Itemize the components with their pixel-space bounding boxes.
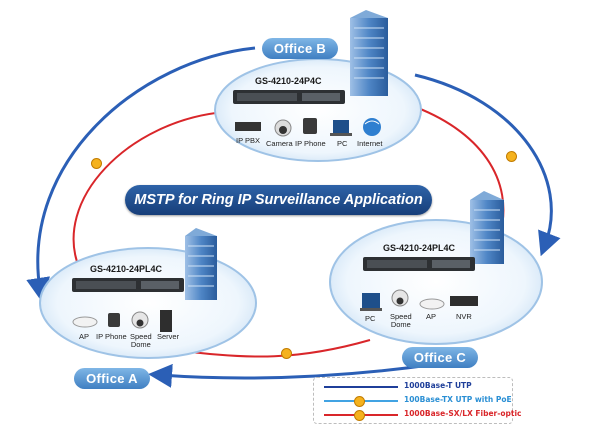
device-label: Speed Dome [390,312,412,329]
fiber-connector-b-c [506,151,517,162]
ip-phone-icon-a [108,313,120,327]
nvr-icon [450,296,478,306]
office-c-building [470,191,504,264]
office-a-label: Office A [74,368,150,389]
pc-icon-c [360,293,382,311]
device-label: IP PBX [236,136,261,145]
device-label: AP [79,332,90,341]
ap-icon-a [72,316,98,328]
speed-dome-icon-a [131,311,149,329]
legend-row-fiber: 1000Base-SX/LX Fiber-optic [314,409,522,421]
device-label: Internet [357,139,383,148]
pc-icon [330,120,352,136]
device-label: Camera [266,139,293,148]
server-icon-a [160,310,172,332]
device-label: AP [426,312,437,321]
ip-pbx-icon [235,122,261,131]
camera-icon [274,119,292,137]
poe-connector-icon [354,396,365,407]
office-b-switch-label: GS-4210-24P4C [255,76,322,86]
office-b-switch [233,90,345,104]
speed-dome-icon-c [391,289,409,307]
legend-label: 100Base-TX UTP with PoE [404,395,512,404]
device-label: IP Phone [96,332,127,341]
diagram-title: MSTP for Ring IP Surveillance Applicatio… [125,185,432,215]
office-a-switch [72,278,184,292]
office-a-switch-label: GS-4210-24PL4C [90,264,163,274]
office-c-switch [363,257,475,271]
ring-arrow-bottom [148,363,431,388]
legend: 1000Base-T UTP 100Base-TX UTP with PoE 1… [313,377,522,424]
fiber-connector-b-a [91,158,102,169]
fiber-link-b-a [72,111,226,271]
office-c-switch-label: GS-4210-24PL4C [383,243,456,253]
ring-arrow-right [414,73,561,257]
internet-icon [363,118,381,136]
device-label: Speed Dome [130,332,152,349]
legend-label: 1000Base-SX/LX Fiber-optic [404,409,522,418]
device-label: IP Phone [295,139,326,148]
office-c-ellipse [329,219,543,345]
legend-line [324,386,398,388]
office-b-building [350,10,388,96]
office-a-building [185,228,217,300]
fiber-connector-icon [354,410,365,421]
ip-phone-icon [303,118,317,134]
fiber-connector-a-c [281,348,292,359]
legend-row-poe: 100Base-TX UTP with PoE [314,395,512,407]
legend-label: 1000Base-T UTP [404,381,472,390]
office-c-label: Office C [402,347,478,368]
office-b-label: Office B [262,38,338,59]
device-label: NVR [456,312,472,321]
ap-icon-c [419,298,445,310]
device-label: PC [365,314,376,323]
fiber-link-a-c [174,339,371,358]
device-label: PC [337,139,348,148]
device-label: Server [157,332,180,341]
legend-row-utp: 1000Base-T UTP [314,381,512,392]
ring-arrow-left [26,46,256,302]
